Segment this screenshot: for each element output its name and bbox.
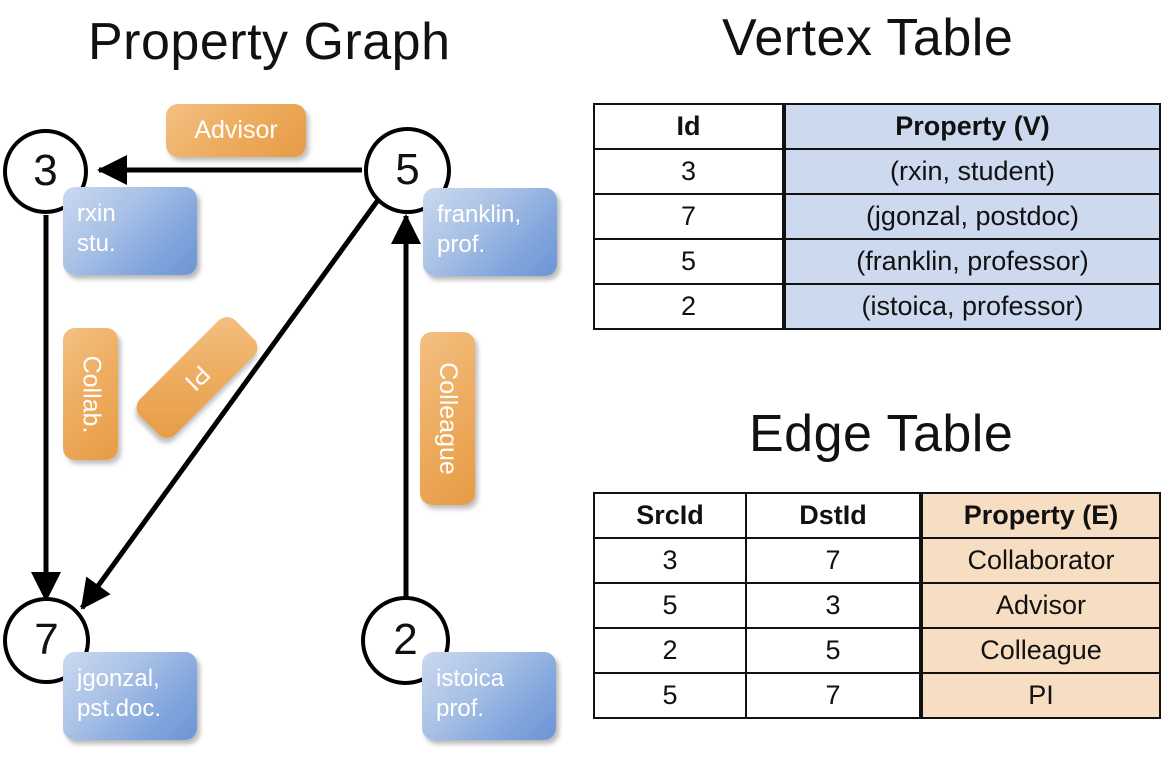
edge-label-chip-advisor: Advisor [166, 104, 306, 157]
edge-5-to-7-pi [79, 198, 381, 610]
edge-label-chip-colleague: Colleague [420, 332, 475, 505]
edge-label-chip-collab: Collab. [63, 328, 118, 460]
vertex-property-chip-franklin: franklin, prof. [423, 188, 557, 276]
vertex-property-chip-istoica: istoica prof. [422, 652, 556, 740]
vertex-chip-line: rxin [77, 200, 116, 227]
table-row: 2 5 Colleague [593, 627, 1161, 674]
edge-cell-dstid: 7 [745, 537, 922, 584]
page-title-vertex-table: Vertex Table [722, 9, 1014, 67]
edge-cell-property: PI [919, 672, 1161, 719]
page-title-edge-table: Edge Table [749, 405, 1014, 463]
page-title-property-graph: Property Graph [88, 13, 451, 71]
table-row: 2 (istoica, professor) [593, 283, 1161, 330]
vertex-cell-property: (jgonzal, postdoc) [782, 193, 1161, 240]
graph-node-5-label: 5 [395, 144, 420, 194]
table-row: 7 (jgonzal, postdoc) [593, 193, 1161, 240]
edge-table-header-srcid: SrcId [593, 492, 747, 539]
vertex-table: Id Property (V) 3 (rxin, student) 7 (jgo… [593, 103, 1161, 330]
vertex-property-chip-rxin: rxin stu. [63, 187, 197, 275]
vertex-cell-id: 5 [593, 238, 785, 285]
edge-label-text: Collab. [77, 355, 106, 433]
edge-label-text: PI [179, 359, 216, 397]
edge-label-text: Advisor [194, 116, 278, 144]
vertex-chip-line: prof. [437, 231, 486, 258]
edge-table: SrcId DstId Property (E) 3 7 Collaborato… [593, 492, 1161, 719]
vertex-cell-id: 2 [593, 283, 785, 330]
edge-cell-dstid: 3 [745, 582, 922, 629]
table-header-row: SrcId DstId Property (E) [593, 492, 1161, 539]
edge-cell-property: Advisor [919, 582, 1161, 629]
edge-cell-dstid: 7 [745, 672, 922, 719]
vertex-cell-property: (istoica, professor) [782, 283, 1161, 330]
vertex-table-header-id: Id [593, 103, 785, 150]
edge-cell-dstid: 5 [745, 627, 922, 674]
vertex-chip-line: istoica [436, 665, 505, 692]
edge-table-header-property: Property (E) [919, 492, 1161, 539]
graph-node-5[interactable]: 5 [364, 127, 451, 214]
vertex-chip-line: stu. [77, 230, 116, 257]
graph-node-3[interactable]: 3 [3, 129, 88, 214]
vertex-chip-line: prof. [436, 695, 485, 722]
vertex-cell-id: 7 [593, 193, 785, 240]
edge-cell-srcid: 5 [593, 582, 747, 629]
vertex-property-chip-jgonzal: jgonzal, pst.doc. [63, 652, 197, 740]
graph-node-2-label: 2 [393, 614, 418, 664]
vertex-cell-property: (rxin, student) [782, 148, 1161, 195]
edge-cell-srcid: 3 [593, 537, 747, 584]
vertex-cell-id: 3 [593, 148, 785, 195]
graph-edges-svg [31, 155, 421, 642]
edge-cell-srcid: 5 [593, 672, 747, 719]
table-row: 5 3 Advisor [593, 582, 1161, 629]
table-row: 3 7 Collaborator [593, 537, 1161, 584]
table-row: 5 7 PI [593, 672, 1161, 719]
edge-table-header-dstid: DstId [745, 492, 922, 539]
edge-cell-property: Collaborator [919, 537, 1161, 584]
table-header-row: Id Property (V) [593, 103, 1161, 150]
table-row: 3 (rxin, student) [593, 148, 1161, 195]
edge-cell-property: Colleague [919, 627, 1161, 674]
vertex-chip-line: pst.doc. [77, 695, 162, 722]
vertex-cell-property: (franklin, professor) [782, 238, 1161, 285]
vertex-chip-line: franklin, [437, 201, 522, 228]
edge-label-text: Colleague [434, 362, 462, 475]
graph-node-7-label: 7 [34, 614, 59, 664]
graph-node-3-label: 3 [33, 145, 58, 195]
property-graph-diagram: 3 5 7 2 rxin stu. franklin, prof. jgonza… [0, 90, 585, 760]
table-row: 5 (franklin, professor) [593, 238, 1161, 285]
vertex-chip-line: jgonzal, [77, 665, 160, 692]
vertex-table-header-property: Property (V) [782, 103, 1161, 150]
edge-cell-srcid: 2 [593, 627, 747, 674]
